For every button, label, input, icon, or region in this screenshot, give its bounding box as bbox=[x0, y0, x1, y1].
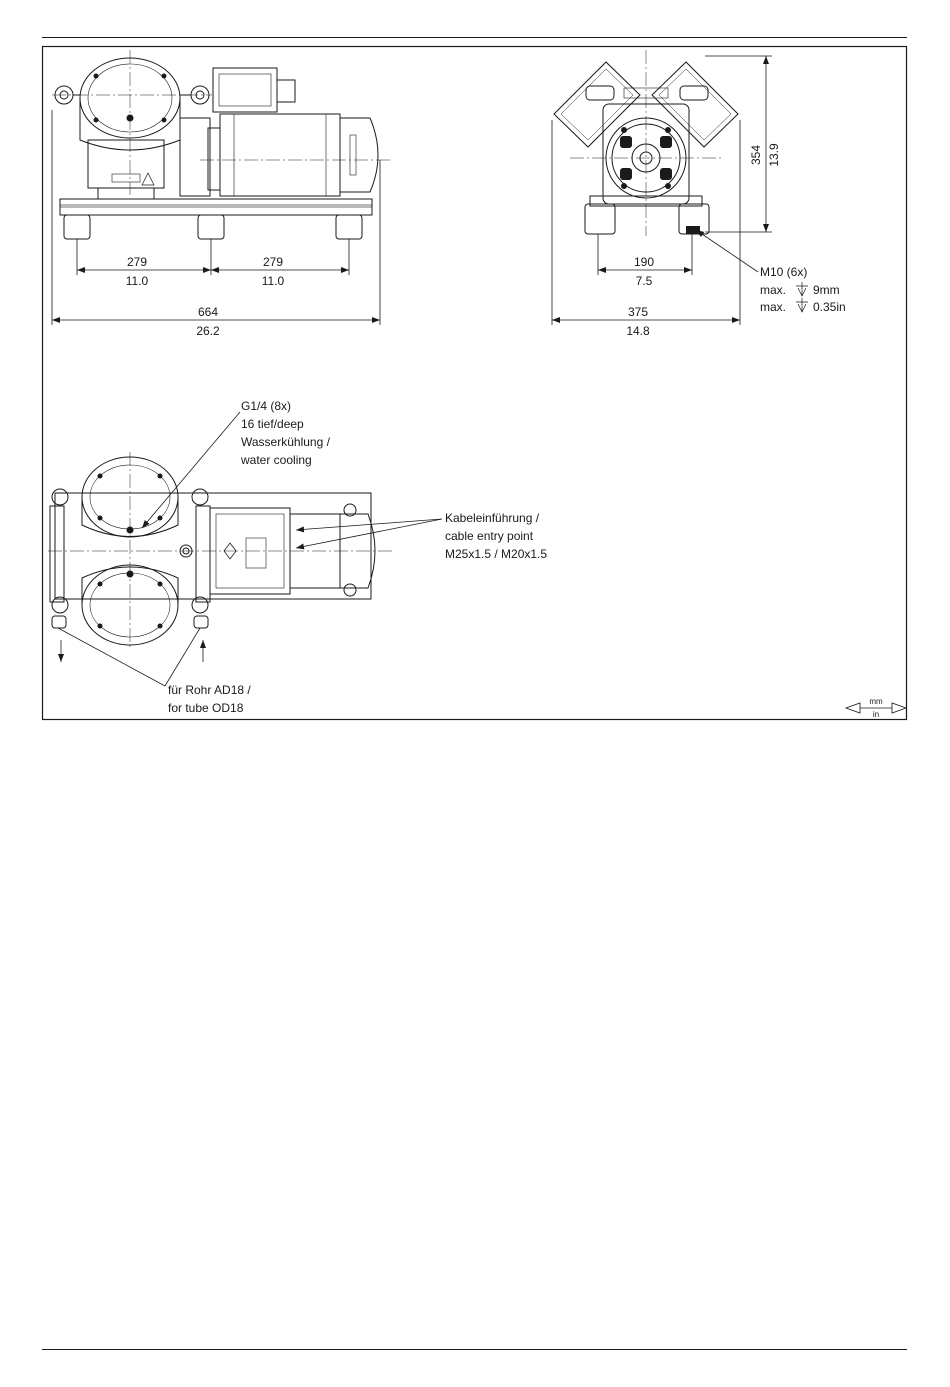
depth-mm-value: 9mm bbox=[813, 283, 840, 297]
dim-height-mm: 354 bbox=[749, 145, 763, 165]
dim-total-mm: 664 bbox=[198, 305, 218, 319]
cooling-line-4: water cooling bbox=[240, 453, 312, 467]
side-view-dimensions bbox=[52, 110, 380, 325]
depth-in-prefix: max. bbox=[760, 300, 786, 314]
cable-line-3: M25x1.5 / M20x1.5 bbox=[445, 547, 547, 561]
depth-mm-prefix: max. bbox=[760, 283, 786, 297]
dim-feet-mm: 190 bbox=[634, 255, 654, 269]
dim-feet-in: 7.5 bbox=[636, 274, 653, 288]
dim-left-in: 11.0 bbox=[126, 274, 149, 288]
dim-width-in: 14.8 bbox=[626, 324, 650, 338]
cooling-line-1: G1/4 (8x) bbox=[241, 399, 291, 413]
tube-line-2: for tube OD18 bbox=[168, 701, 244, 715]
cable-line-2: cable entry point bbox=[445, 529, 534, 543]
side-view bbox=[52, 50, 392, 239]
dim-left-mm: 279 bbox=[127, 255, 147, 269]
depth-in-value: 0.35in bbox=[813, 300, 846, 314]
dim-width-mm: 375 bbox=[628, 305, 648, 319]
unit-legend-in: in bbox=[873, 710, 879, 719]
thread-label: M10 (6x) bbox=[760, 265, 807, 279]
front-view-fan-vents bbox=[620, 127, 700, 234]
unit-legend-mm: mm bbox=[869, 697, 883, 706]
dim-right-in: 11.0 bbox=[262, 274, 285, 288]
dim-right-mm: 279 bbox=[263, 255, 283, 269]
dim-height-in: 13.9 bbox=[767, 143, 781, 167]
cooling-line-2: 16 tief/deep bbox=[241, 417, 304, 431]
cooling-line-3: Wasserkühlung / bbox=[241, 435, 331, 449]
front-view bbox=[554, 50, 738, 236]
cable-line-1: Kabeleinführung / bbox=[445, 511, 540, 525]
dim-total-in: 26.2 bbox=[196, 324, 220, 338]
tube-line-1: für Rohr AD18 / bbox=[168, 683, 251, 697]
